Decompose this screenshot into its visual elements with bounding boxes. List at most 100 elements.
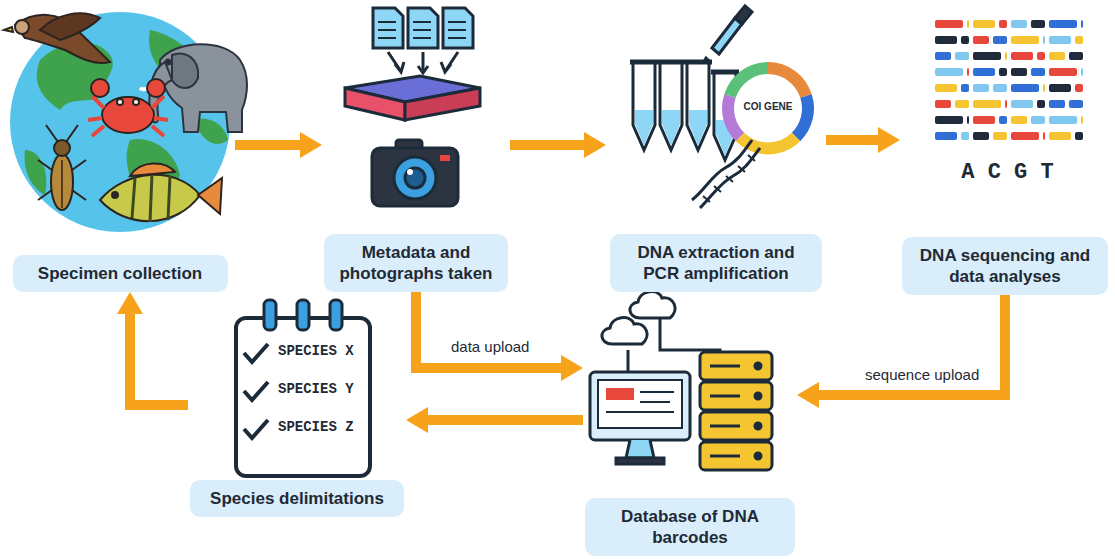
sequence-bar — [1011, 84, 1039, 92]
step-box: DNA sequencing and data analyses — [900, 5, 1110, 295]
sequence-bar — [1081, 20, 1083, 28]
dna-helix-icon — [692, 140, 760, 208]
species-item: SPECIES Y — [278, 381, 354, 397]
step-box: Specimen collection — [5, 5, 235, 292]
sequence-bar — [961, 36, 969, 44]
step-label: Metadata and photographs taken — [324, 234, 508, 292]
sequence-bar — [1005, 52, 1007, 60]
sequence-bar — [999, 116, 1007, 124]
step-box: Database of DNA barcodes — [583, 298, 797, 556]
camera-icon — [372, 140, 458, 206]
sequence-bar — [1081, 68, 1083, 76]
database-icon — [590, 292, 772, 470]
sequence-bar — [935, 68, 963, 76]
sequence-bar — [1011, 116, 1027, 124]
flow-arrow — [235, 140, 300, 150]
eagle-icon — [4, 13, 110, 63]
sequence-bar — [973, 100, 1001, 108]
sequence-bar — [1049, 132, 1071, 140]
sequence-bar — [1081, 116, 1083, 124]
sequence-bar — [1031, 68, 1045, 76]
step-label: DNA sequencing and data analyses — [902, 237, 1108, 295]
step-box: DNA extraction and PCR amplification — [606, 5, 826, 292]
sequence-bar — [967, 20, 969, 28]
flow-arrow — [826, 135, 878, 145]
sequence-bar — [999, 68, 1007, 76]
sequence-bar — [1075, 84, 1083, 92]
sequence-bar — [967, 116, 969, 124]
sequence-bar — [967, 68, 969, 76]
sequence-bar — [1043, 132, 1045, 140]
sequence-bar — [961, 132, 969, 140]
step-label: Database of DNA barcodes — [585, 498, 795, 556]
sequence-bar — [1031, 116, 1045, 124]
sequence-bar — [973, 36, 989, 44]
sequence-bar — [973, 132, 989, 140]
species-item: SPECIES Z — [278, 419, 354, 435]
sequence-bar — [1049, 36, 1071, 44]
sequence-bar — [999, 20, 1007, 28]
sequence-bar — [993, 36, 1007, 44]
sequence-bar — [961, 84, 969, 92]
sequence-bar — [993, 132, 1007, 140]
sequence-bar — [1049, 116, 1077, 124]
sequence-bar — [1069, 100, 1083, 108]
flow-arrow — [416, 292, 561, 368]
sequence-bar — [1049, 68, 1077, 76]
sequence-bar — [1005, 100, 1007, 108]
sequence-bar — [1049, 52, 1065, 60]
edge-label: sequence upload — [862, 366, 982, 383]
sequence-bar — [935, 116, 963, 124]
sequence-bar — [973, 52, 1001, 60]
sequence-bar — [935, 100, 951, 108]
fish-icon — [100, 163, 222, 222]
sequence-bar — [1011, 68, 1027, 76]
sequence-bar — [1049, 100, 1065, 108]
sequence-bar — [1075, 36, 1083, 44]
sequence-bar — [1069, 52, 1083, 60]
species-item: SPECIES X — [278, 343, 354, 359]
sequence-bar — [1049, 84, 1071, 92]
plasmid-icon — [728, 68, 808, 148]
flow-arrow — [428, 415, 583, 425]
sequence-bar — [1011, 36, 1039, 44]
step-box: Species delimitations — [188, 298, 406, 517]
sequence-bar — [1037, 52, 1045, 60]
sequence-bar — [1075, 132, 1083, 140]
sequence-bar — [1043, 84, 1045, 92]
flow-arrow — [819, 295, 1005, 395]
flow-arrow — [130, 314, 188, 405]
sequence-bar — [973, 68, 995, 76]
crab-icon — [88, 79, 168, 136]
sequence-bar — [955, 100, 969, 108]
sequence-bar — [935, 84, 957, 92]
sequence-bar — [1037, 100, 1045, 108]
clipboard-icon — [236, 300, 370, 476]
sequence-bar — [973, 84, 989, 92]
sequence-bar — [1011, 100, 1033, 108]
gene-label: COI GENE — [738, 101, 798, 112]
sequence-bar — [1049, 20, 1077, 28]
sequence-bar — [955, 52, 969, 60]
sequence-bars-icon — [935, 20, 1083, 140]
sequence-bar — [935, 20, 963, 28]
sequence-bar — [973, 20, 995, 28]
step-label: Specimen collection — [13, 255, 228, 292]
sequence-bar — [1011, 20, 1027, 28]
sequence-bar — [935, 52, 951, 60]
sequence-bar — [1031, 20, 1045, 28]
step-box: Metadata and photographs taken — [322, 5, 510, 292]
base-letters: A C G T — [930, 160, 1085, 185]
sequence-bar — [973, 116, 995, 124]
sequence-bar — [1011, 52, 1033, 60]
documents-icon — [345, 8, 480, 120]
edge-label: data upload — [448, 338, 532, 355]
sequence-bar — [1011, 132, 1039, 140]
insect-icon — [38, 125, 86, 210]
sequence-bar — [1043, 36, 1045, 44]
sequence-bar — [935, 36, 957, 44]
step-label: DNA extraction and PCR amplification — [610, 234, 822, 292]
sequence-bar — [993, 84, 1007, 92]
step-label: Species delimitations — [190, 480, 404, 517]
sequence-bar — [935, 132, 957, 140]
